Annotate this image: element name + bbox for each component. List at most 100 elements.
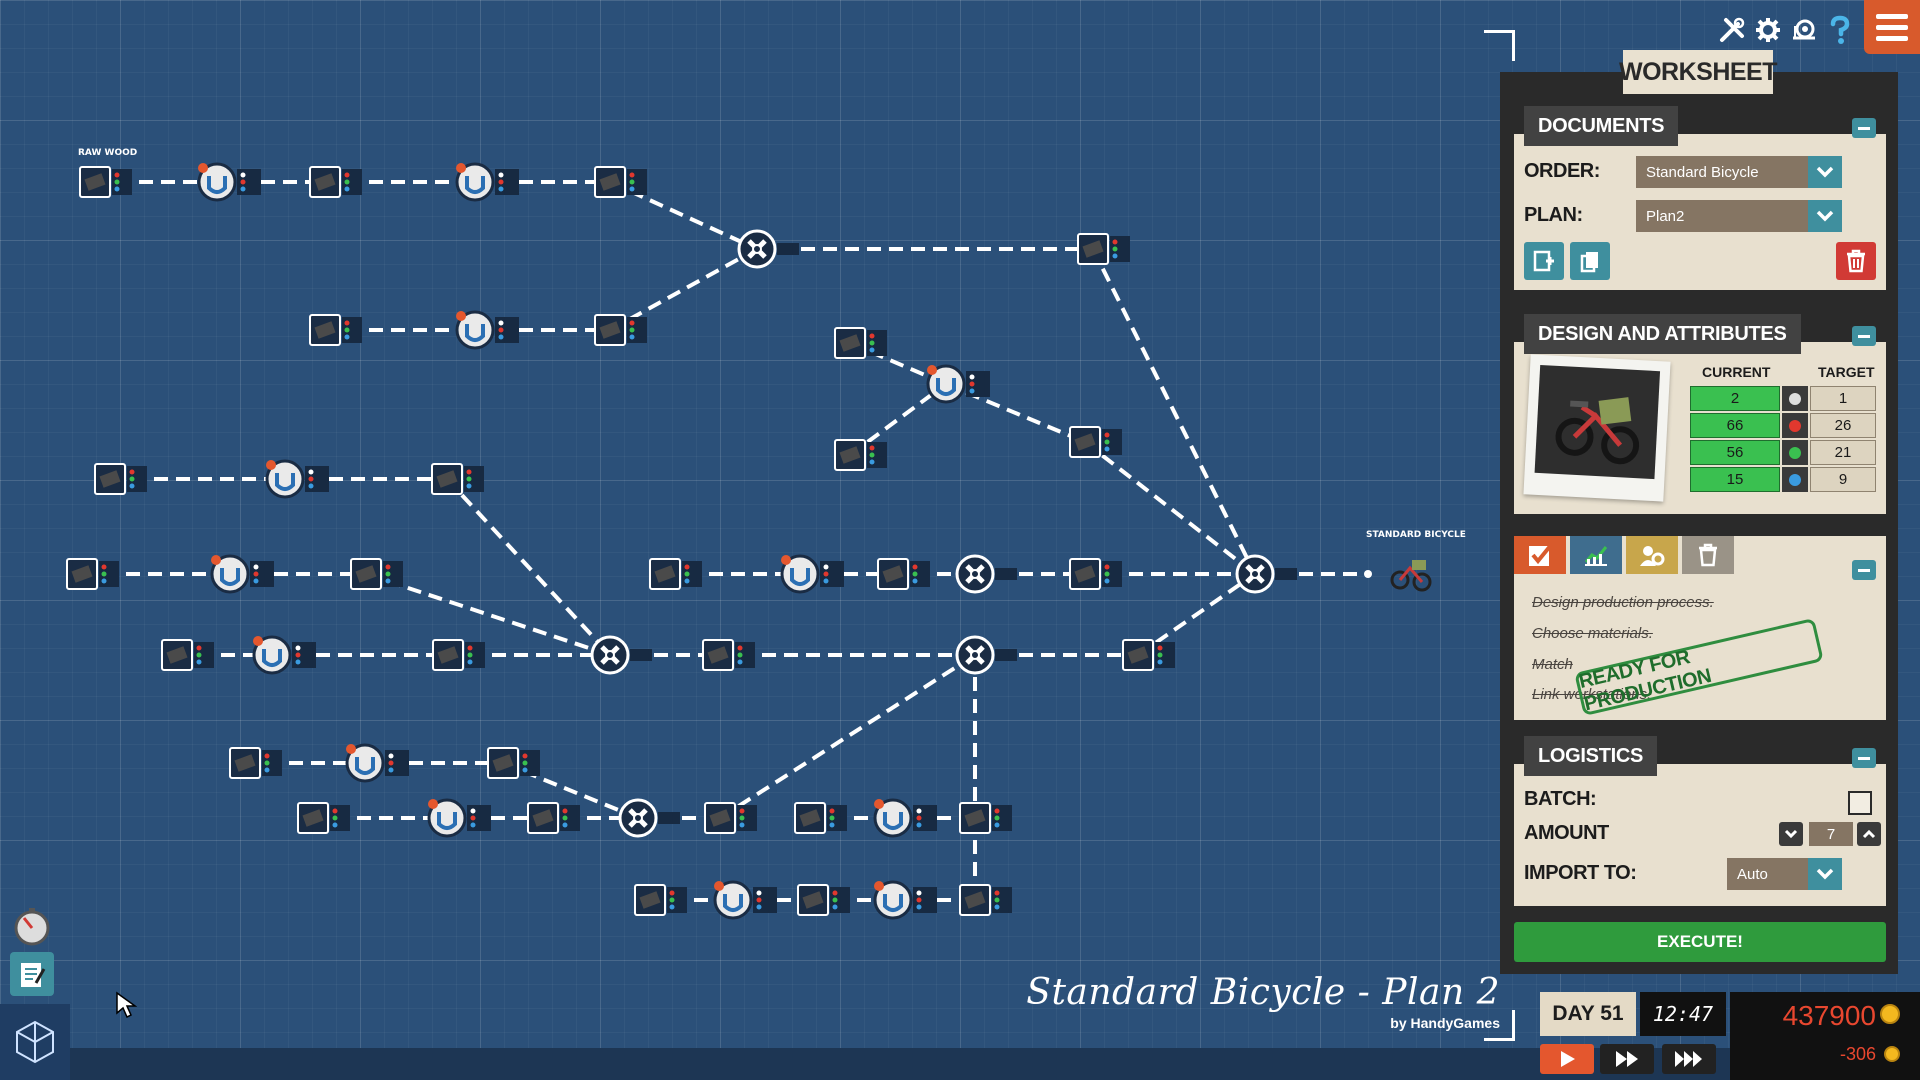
notes-tool[interactable]	[10, 952, 54, 996]
material-node[interactable]	[79, 166, 132, 198]
production-flow[interactable]	[0, 0, 1500, 1000]
tab-trash[interactable]	[1682, 536, 1734, 574]
tasks-collapse-button[interactable]	[1852, 560, 1876, 580]
material-node[interactable]	[1122, 639, 1175, 671]
task-item: Design production process.	[1532, 594, 1714, 611]
material-node[interactable]	[487, 747, 540, 779]
workstation-node[interactable]	[265, 459, 329, 499]
material-node[interactable]	[594, 314, 647, 346]
material-node[interactable]	[794, 802, 847, 834]
workstation-node[interactable]	[873, 880, 937, 920]
amount-value[interactable]: 7	[1809, 822, 1853, 846]
workstation-node[interactable]	[713, 880, 777, 920]
copy-plan-button[interactable]	[1570, 242, 1610, 280]
assembly-node[interactable]	[955, 635, 1017, 675]
assembly-node[interactable]	[737, 229, 799, 269]
snail-icon[interactable]	[1788, 14, 1820, 46]
workstation-node[interactable]	[427, 798, 491, 838]
new-plan-button[interactable]	[1524, 242, 1564, 280]
bicycle-output-icon[interactable]	[1390, 560, 1432, 592]
amount-increase-button[interactable]	[1857, 822, 1881, 846]
gear-icon[interactable]	[1752, 14, 1784, 46]
order-value: Standard Bicycle	[1646, 163, 1759, 181]
money-value: 437900	[1782, 1000, 1876, 1031]
clock-tool[interactable]	[10, 904, 54, 948]
tools-icon[interactable]	[1716, 14, 1748, 46]
material-node[interactable]	[94, 463, 147, 495]
material-node[interactable]	[834, 327, 887, 359]
chevron-down-icon[interactable]	[1808, 200, 1842, 232]
assembly-node[interactable]	[1235, 554, 1297, 594]
conveyor-link	[445, 477, 612, 657]
execute-button[interactable]: EXECUTE!	[1514, 922, 1886, 962]
menu-bar	[1876, 35, 1908, 41]
amount-decrease-button[interactable]	[1779, 822, 1803, 846]
plan-dropdown[interactable]: Plan2	[1636, 200, 1842, 232]
logistics-collapse-button[interactable]	[1852, 748, 1876, 768]
fast-forward-button[interactable]	[1600, 1044, 1654, 1074]
material-node[interactable]	[350, 558, 403, 590]
main-menu-button[interactable]	[1864, 0, 1920, 54]
material-node[interactable]	[959, 802, 1012, 834]
material-node[interactable]	[594, 166, 647, 198]
material-node[interactable]	[161, 639, 214, 671]
logistics-header: LOGISTICS	[1524, 736, 1658, 776]
material-node[interactable]	[1069, 558, 1122, 590]
import-to-dropdown[interactable]: Auto	[1727, 858, 1842, 890]
wrench-icon	[1782, 467, 1808, 492]
workstation-node[interactable]	[455, 310, 519, 350]
material-node[interactable]	[649, 558, 702, 590]
workstation-node[interactable]	[780, 554, 844, 594]
tab-checklist[interactable]	[1514, 536, 1566, 574]
material-node[interactable]	[959, 884, 1012, 916]
workstation-node[interactable]	[926, 364, 990, 404]
workstation-node[interactable]	[210, 554, 274, 594]
assembly-node[interactable]	[955, 554, 1017, 594]
batch-checkbox[interactable]	[1848, 791, 1872, 815]
chevron-down-icon[interactable]	[1808, 156, 1842, 188]
material-node[interactable]	[1069, 426, 1122, 458]
play-button[interactable]	[1540, 1044, 1594, 1074]
workstation-node[interactable]	[455, 162, 519, 202]
attribute-current-value: 56	[1690, 440, 1780, 465]
workstation-node[interactable]	[252, 635, 316, 675]
material-node[interactable]	[877, 558, 930, 590]
material-node[interactable]	[527, 802, 580, 834]
bicycle-design-photo	[1523, 354, 1671, 502]
output-endpoint	[1364, 570, 1372, 578]
tab-statistics[interactable]	[1570, 536, 1622, 574]
fastest-forward-icon	[1675, 1051, 1702, 1067]
documents-collapse-button[interactable]	[1852, 118, 1876, 138]
material-node[interactable]	[297, 802, 350, 834]
material-node[interactable]	[432, 639, 485, 671]
trash-icon	[1847, 249, 1865, 273]
material-node[interactable]	[309, 314, 362, 346]
worker-gear-icon	[1640, 546, 1665, 566]
tab-workers[interactable]	[1626, 536, 1678, 574]
material-node[interactable]	[431, 463, 484, 495]
material-node[interactable]	[702, 639, 755, 671]
help-icon[interactable]	[1824, 14, 1856, 46]
workstation-node[interactable]	[873, 798, 937, 838]
assembly-node[interactable]	[590, 635, 652, 675]
chevron-down-icon[interactable]	[1808, 858, 1842, 890]
attribute-current-value: 2	[1690, 386, 1780, 411]
order-dropdown[interactable]: Standard Bicycle	[1636, 156, 1842, 188]
coin-icon	[1880, 1004, 1900, 1024]
material-node[interactable]	[704, 802, 757, 834]
material-node[interactable]	[1077, 233, 1130, 265]
assembly-node[interactable]	[618, 798, 680, 838]
delete-plan-button[interactable]	[1836, 242, 1876, 280]
fastest-forward-button[interactable]	[1662, 1044, 1716, 1074]
trash-icon	[1699, 543, 1717, 567]
design-collapse-button[interactable]	[1852, 326, 1876, 346]
material-node[interactable]	[229, 747, 282, 779]
blueprint-tool[interactable]	[0, 1004, 70, 1080]
material-node[interactable]	[634, 884, 687, 916]
material-node[interactable]	[834, 439, 887, 471]
material-node[interactable]	[66, 558, 119, 590]
material-node[interactable]	[309, 166, 362, 198]
material-node[interactable]	[797, 884, 850, 916]
workstation-node[interactable]	[345, 743, 409, 783]
workstation-node[interactable]	[197, 162, 261, 202]
